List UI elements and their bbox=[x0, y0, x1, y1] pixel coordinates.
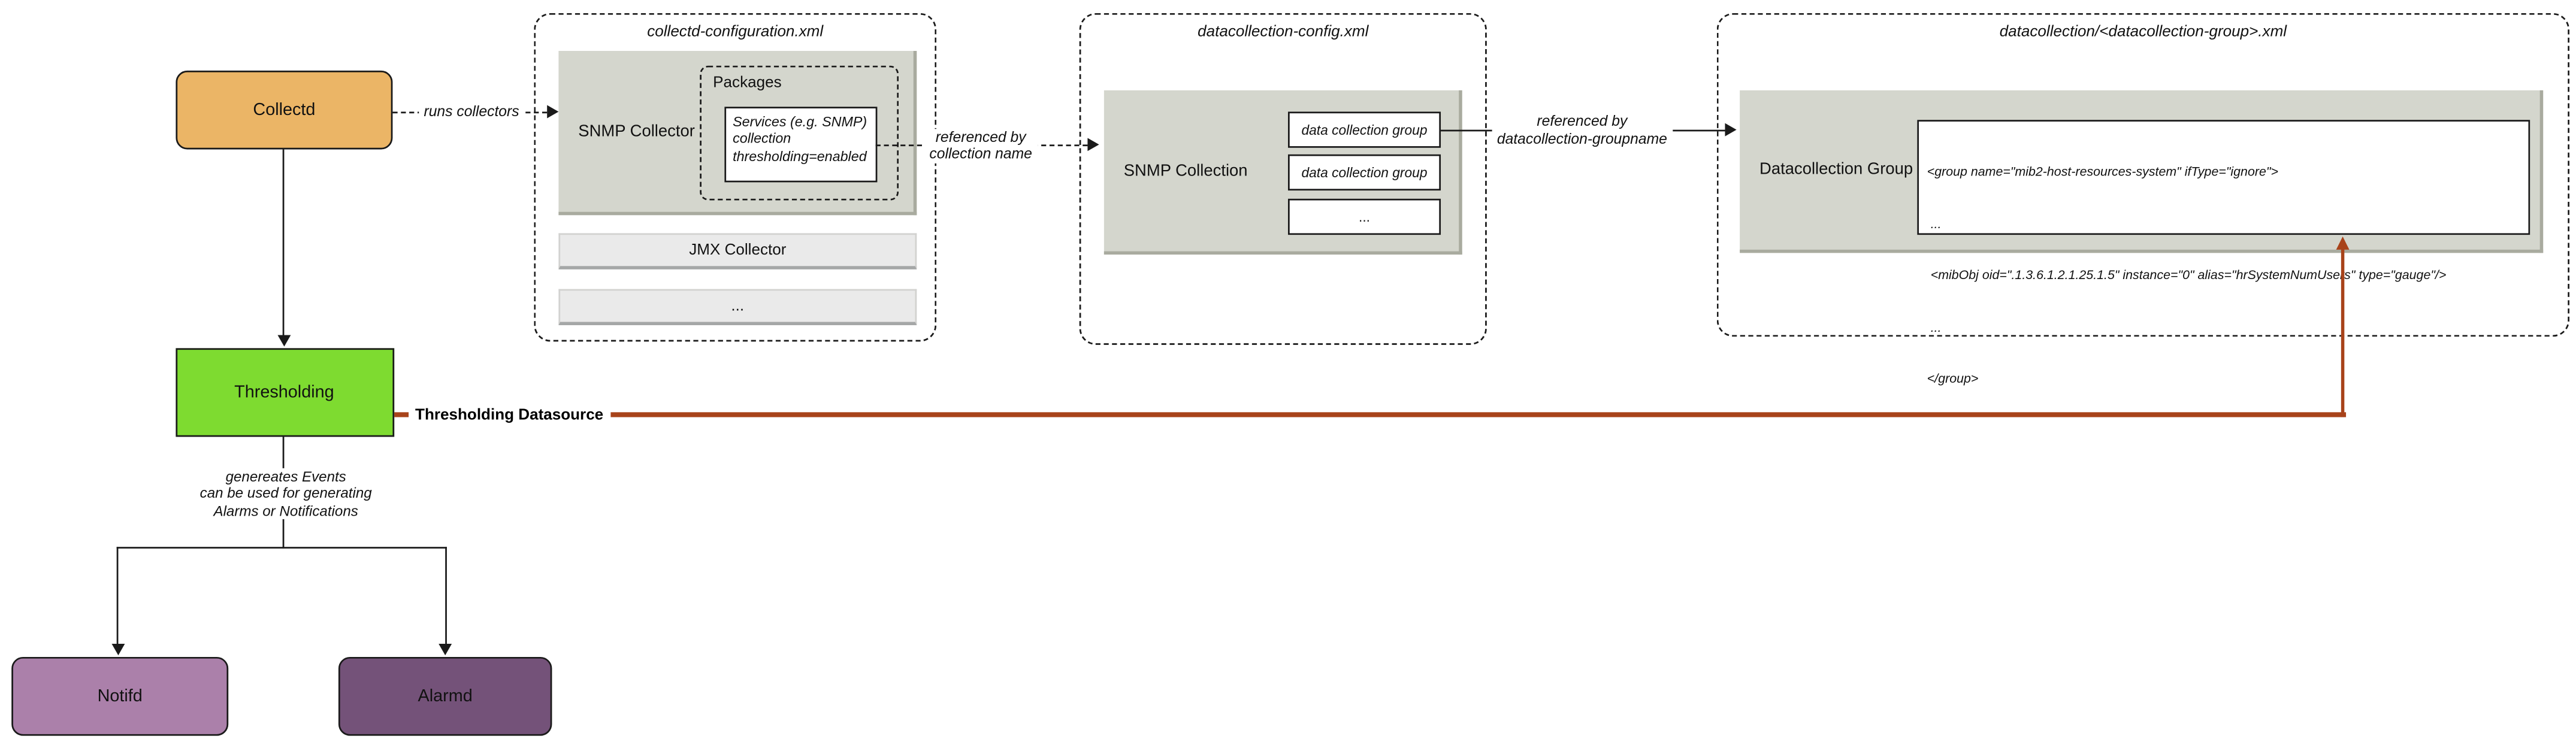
events-note-line3: Alarms or Notifications bbox=[213, 502, 358, 519]
container-datacollection-config-title: datacollection-config.xml bbox=[1198, 23, 1369, 41]
services-line-3: thresholding=enabled bbox=[733, 147, 867, 164]
group-xml-code: <group name="mib2-host-resources-system"… bbox=[1927, 130, 2447, 423]
container-collectd-configuration: collectd-configuration.xml bbox=[534, 13, 937, 342]
box-jmx-collector-label: JMX Collector bbox=[689, 241, 787, 260]
edge-ref-collection-label: referenced by collection name bbox=[924, 128, 1038, 163]
edge-ref-groupname-label-line1: referenced by bbox=[1537, 112, 1628, 129]
services-line-1: Services (e.g. SNMP) bbox=[733, 112, 867, 129]
edge-thresholding-datasource-vline bbox=[2341, 246, 2345, 417]
box-data-collection-group-2-label: data collection group bbox=[1301, 164, 1428, 181]
node-thresholding-label: Thresholding bbox=[234, 382, 334, 402]
events-note: genereates Events can be used for genera… bbox=[199, 467, 372, 520]
box-data-collection-group-1: data collection group bbox=[1288, 111, 1441, 147]
edge-ref-groupname-label: referenced by datacollection-groupname bbox=[1492, 112, 1673, 147]
node-alarmd-label: Alarmd bbox=[418, 686, 473, 707]
box-services: Services (e.g. SNMP) collection threshol… bbox=[724, 105, 878, 182]
events-note-line1: genereates Events bbox=[225, 467, 346, 484]
box-collector-more: ... bbox=[558, 289, 917, 325]
box-snmp-collection-label: SNMP Collection bbox=[1123, 162, 1248, 180]
edge-thresholding-datasource-label: Thresholding Datasource bbox=[409, 405, 610, 424]
edge-thresholding-datasource-line bbox=[394, 413, 2347, 417]
box-data-collection-group-2: data collection group bbox=[1288, 154, 1441, 191]
box-services-text: Services (e.g. SNMP) collection threshol… bbox=[733, 113, 867, 165]
code-line-3: <mibObj oid=".1.3.6.1.2.1.25.1.5" instan… bbox=[1927, 268, 2447, 283]
edge-split-left-arrowhead bbox=[111, 643, 125, 655]
box-collector-more-label: ... bbox=[731, 297, 745, 316]
box-group-xml-snippet: <group name="mib2-host-resources-system"… bbox=[1917, 120, 2530, 386]
code-line-5: </group> bbox=[1927, 371, 1979, 386]
node-thresholding: Thresholding bbox=[175, 348, 394, 437]
box-data-collection-group-more: ... bbox=[1288, 198, 1441, 235]
code-line-1: <group name="mib2-host-resources-system"… bbox=[1927, 164, 2278, 179]
edge-ref-collection-arrowhead bbox=[1087, 138, 1099, 152]
edge-split-right-arrowhead bbox=[439, 643, 452, 655]
box-packages: Packages Services (e.g. SNMP) collection… bbox=[700, 65, 899, 201]
edge-ref-collection-label-line2: collection name bbox=[929, 145, 1032, 162]
box-datacollection-group: Datacollection Group <group name="mib2-h… bbox=[1740, 90, 2544, 386]
box-data-collection-group-more-label: ... bbox=[1359, 208, 1370, 225]
edge-collectd-thresholding-line bbox=[283, 149, 285, 337]
container-datacollection-group-file-title: datacollection/<datacollection-group>.xm… bbox=[1999, 23, 2287, 41]
edge-split-horizontal bbox=[117, 547, 447, 549]
events-note-line2: can be used for generating bbox=[199, 484, 372, 501]
edge-split-left-line bbox=[117, 547, 119, 644]
container-datacollection-group-file: datacollection/<datacollection-group>.xm… bbox=[1716, 13, 2570, 337]
container-datacollection-config: datacollection-config.xml bbox=[1079, 13, 1487, 345]
edge-ref-groupname-label-line2: datacollection-groupname bbox=[1496, 129, 1667, 147]
code-line-4: ... bbox=[1927, 319, 1942, 335]
node-alarmd: Alarmd bbox=[338, 656, 552, 736]
box-packages-label: Packages bbox=[713, 74, 782, 92]
edge-split-right-line bbox=[445, 547, 447, 644]
box-datacollection-group-label: Datacollection Group bbox=[1759, 160, 1913, 179]
box-data-collection-group-1-label: data collection group bbox=[1301, 120, 1428, 137]
node-notifd-label: Notifd bbox=[97, 686, 143, 707]
container-collectd-configuration-title: collectd-configuration.xml bbox=[647, 23, 824, 41]
box-snmp-collector-label: SNMP Collector bbox=[578, 122, 695, 141]
edge-collectd-thresholding-arrowhead bbox=[277, 335, 291, 347]
edge-thresholding-datasource-arrowhead bbox=[2336, 235, 2350, 249]
box-jmx-collector: JMX Collector bbox=[558, 233, 917, 269]
edge-ref-collection-label-line1: referenced by bbox=[935, 128, 1026, 145]
code-line-2: ... bbox=[1927, 216, 1942, 231]
box-snmp-collector: SNMP Collector Packages Services (e.g. S… bbox=[558, 51, 917, 216]
edge-runs-collectors-arrowhead bbox=[546, 104, 558, 118]
node-collectd: Collectd bbox=[176, 70, 393, 150]
node-collectd-label: Collectd bbox=[253, 100, 316, 120]
edge-runs-collectors-label: runs collectors bbox=[419, 103, 524, 120]
node-notifd: Notifd bbox=[11, 656, 229, 736]
edge-ref-groupname-arrowhead bbox=[1724, 122, 1736, 136]
services-line-2: collection bbox=[733, 129, 791, 147]
